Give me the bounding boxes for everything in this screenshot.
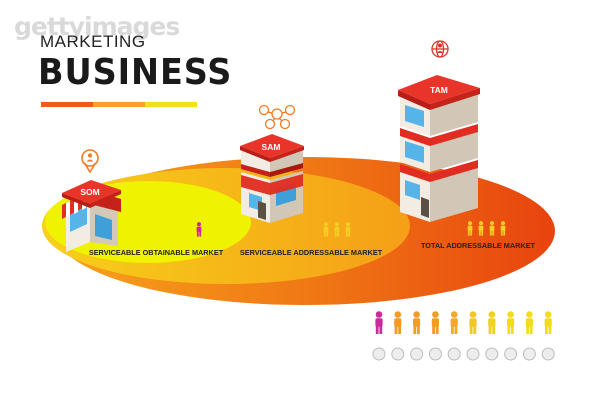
number-circle [485,347,499,361]
person-pin-icon [81,149,99,174]
kicker-text: MARKETING [40,32,146,51]
number-circle [522,347,536,361]
people-row [375,311,552,334]
number-circle [428,347,442,361]
som-building: SOM [62,180,121,252]
tam-building: TAM [398,75,480,222]
person-icon [469,311,477,334]
number-circle [541,347,555,361]
number-circle [410,347,424,361]
globe-person-icon [431,40,449,58]
sam-label: SERVICEABLE ADDRESSABLE MARKET [240,248,383,257]
som-label: SERVICEABLE OBTAINABLE MARKET [89,248,224,257]
person-icon [413,311,421,334]
underline-segment [145,102,197,107]
watermark: gettyimages [14,12,180,41]
person-icon [544,311,552,334]
person-icon [431,311,439,334]
person-icon [375,311,383,334]
page-title: BUSINESS [38,52,233,93]
person-icon [450,311,458,334]
person-icon [488,311,496,334]
number-circle [447,347,461,361]
people-network-icon [258,104,296,130]
person-icon [525,311,533,334]
number-circle [372,347,386,361]
sam-building: SAM [240,134,304,223]
circle-row [372,347,555,361]
tam-badge: TAM [430,85,448,95]
underline-segment [93,102,145,107]
tam-label: TOTAL ADDRESSABLE MARKET [421,241,536,250]
person-icon [507,311,515,334]
person-icon [394,311,402,334]
som-badge: SOM [80,187,99,197]
sam-badge: SAM [262,142,281,152]
underline-segment [41,102,93,107]
number-circle [504,347,518,361]
title-underline [41,102,197,107]
number-circle [391,347,405,361]
number-circle [466,347,480,361]
